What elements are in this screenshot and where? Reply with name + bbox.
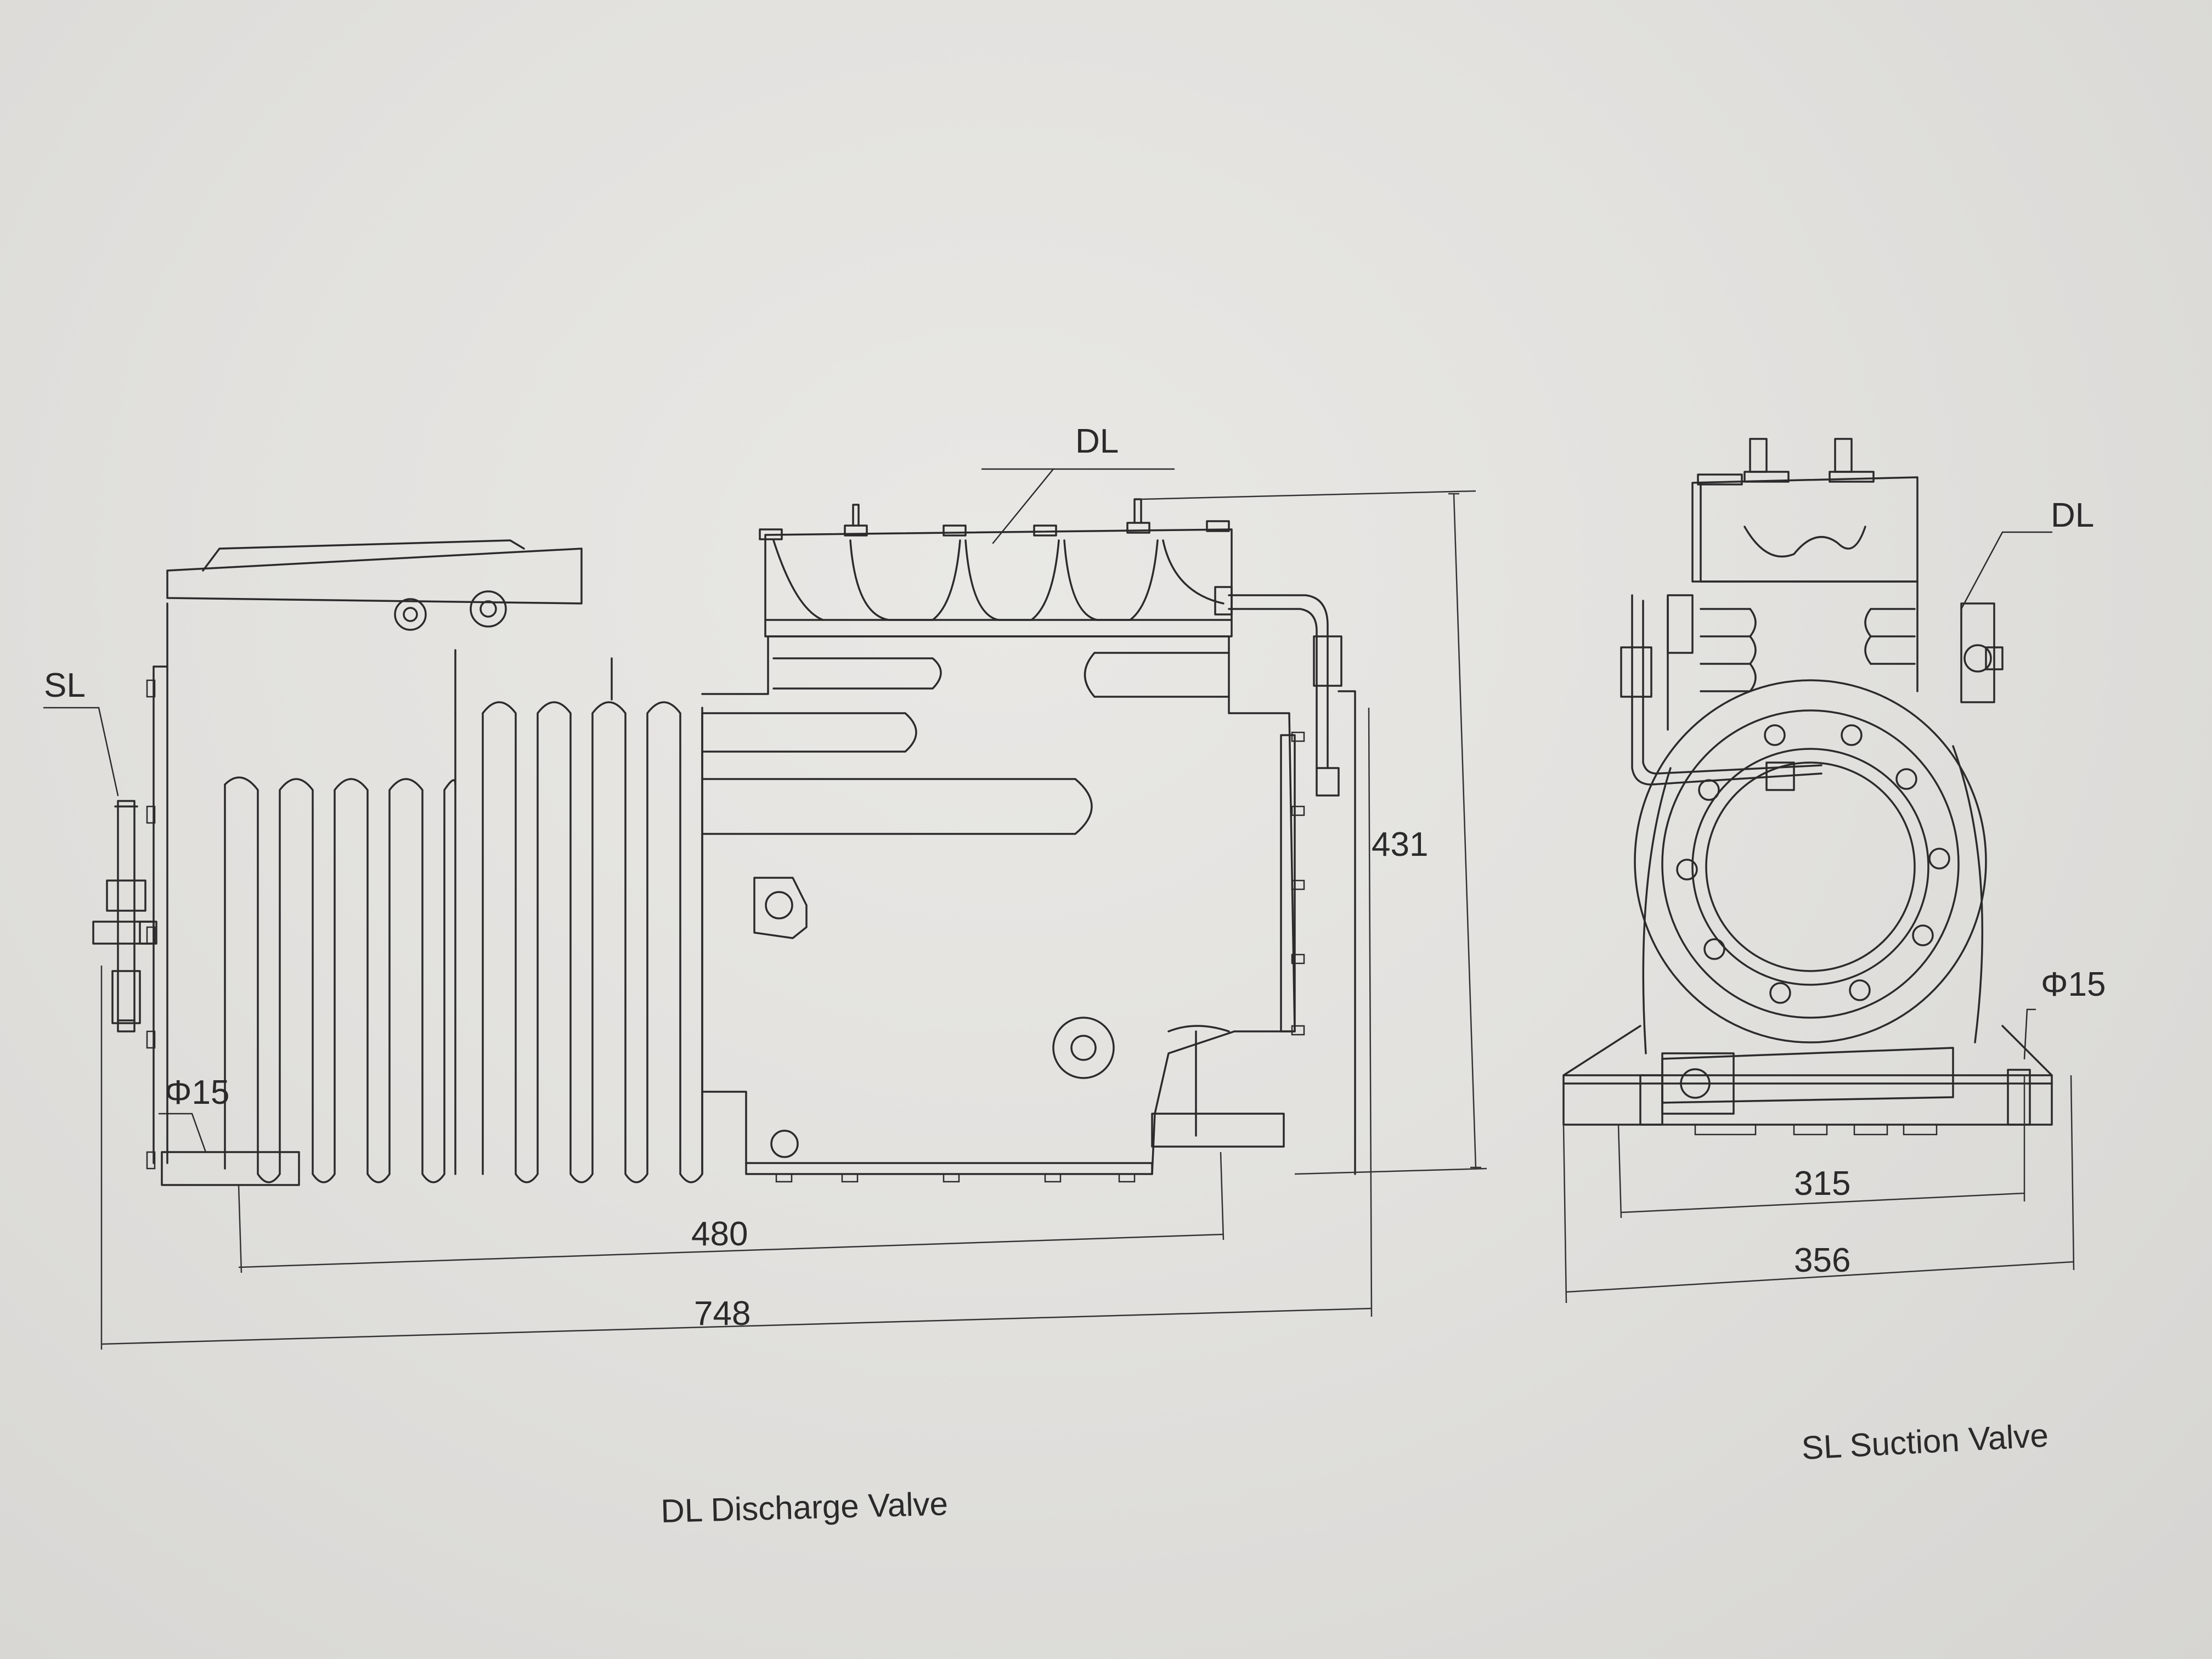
label-phi15-side: Φ15 [165, 1074, 229, 1111]
dimension-height-431: 431 [1372, 826, 1428, 864]
caption-suction-valve: SL Suction Valve [1801, 1417, 2049, 1466]
label-dl-front: DL [2051, 496, 2094, 534]
side-view-compressor [92, 498, 1356, 1186]
front-view-compressor [1562, 438, 2053, 1136]
label-phi15-front: Φ15 [2041, 966, 2106, 1003]
dimension-748: 748 [694, 1295, 751, 1333]
side-view-annotations: DL SL Φ15 431 480 748 [43, 422, 1487, 1350]
label-dl-side: DL [1075, 422, 1119, 460]
caption-discharge-valve: DL Discharge Valve [661, 1485, 949, 1530]
dimension-480: 480 [691, 1215, 748, 1253]
label-sl: SL [44, 667, 86, 704]
dimension-315: 315 [1794, 1165, 1850, 1203]
front-view-annotations: DL Φ15 315 356 [1562, 496, 2106, 1304]
dimension-356: 356 [1794, 1242, 1850, 1279]
